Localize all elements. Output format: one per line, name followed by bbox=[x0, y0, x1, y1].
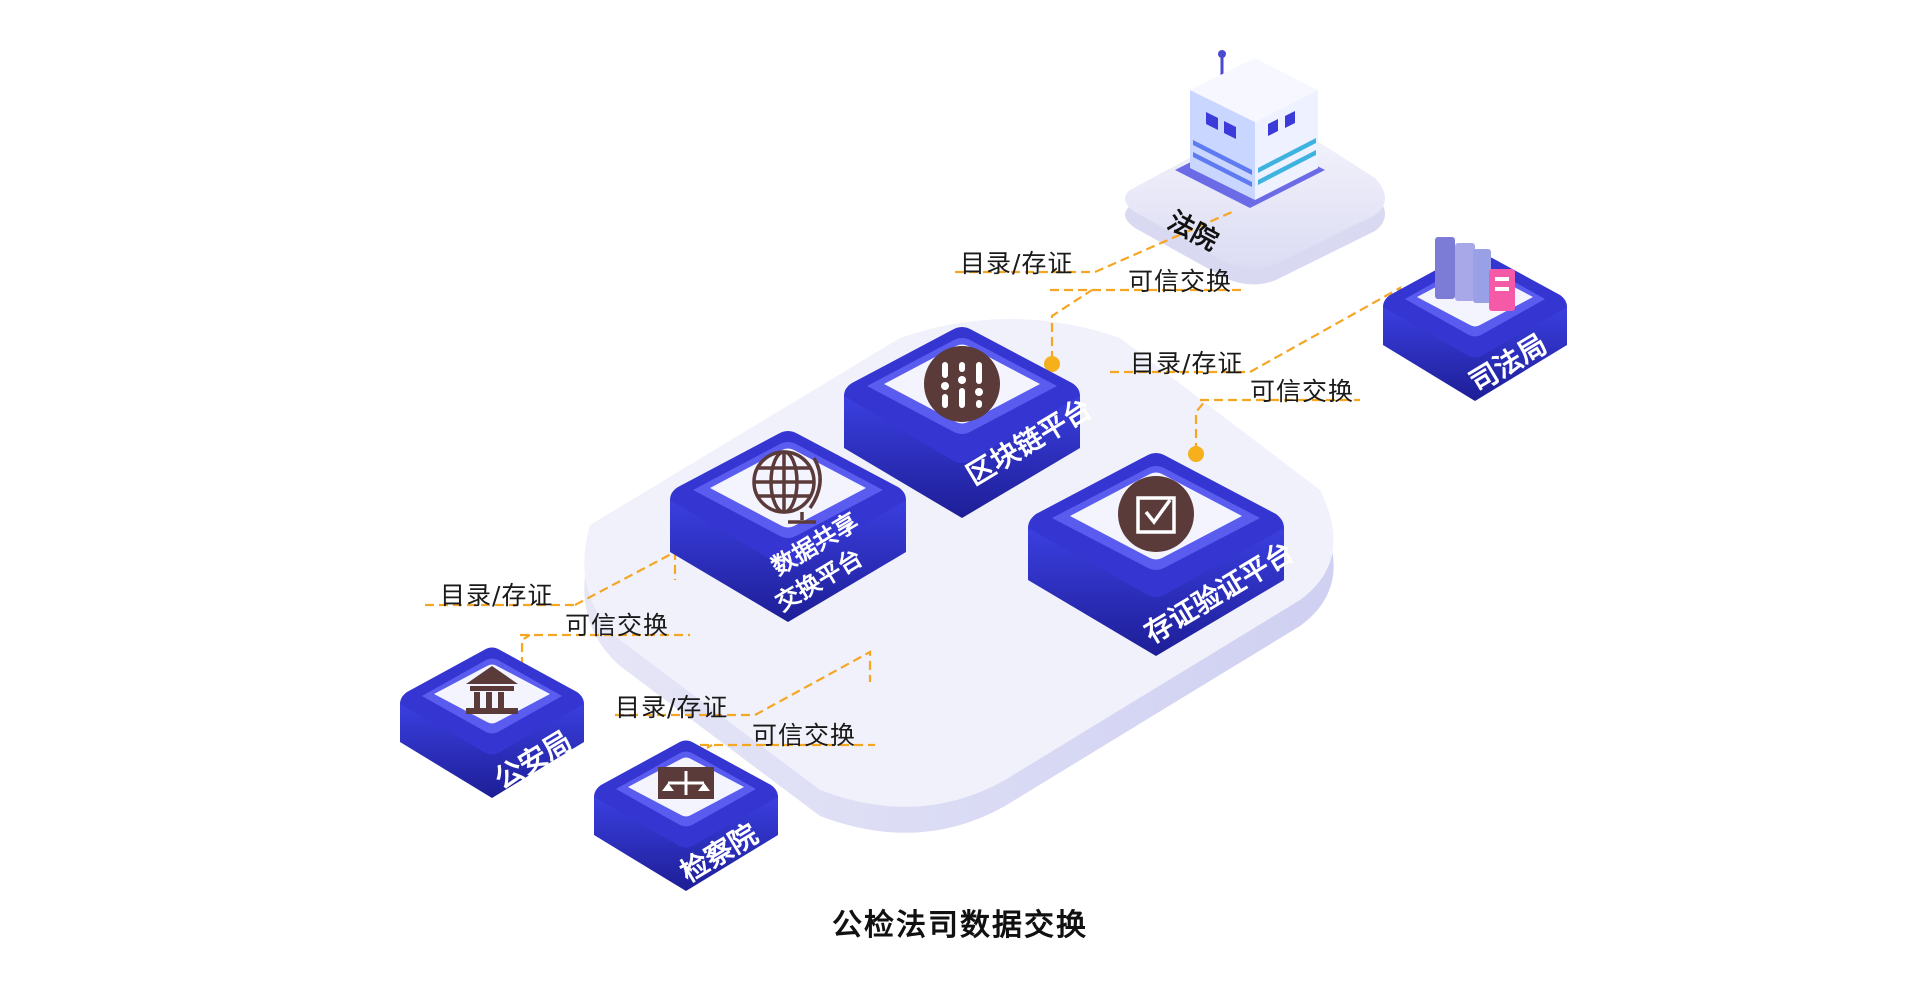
blockchain-platform-block: 区块链平台 bbox=[844, 327, 1098, 518]
court-catalog-label: 目录/存证 bbox=[960, 249, 1074, 278]
justice-exchange-label: 可信交换 bbox=[1250, 377, 1355, 406]
scale-justice-icon bbox=[658, 767, 714, 799]
police-bureau-block: 公安局 bbox=[400, 647, 584, 798]
globe-icon bbox=[752, 450, 822, 524]
diagram-title: 公检法司数据交换 bbox=[832, 908, 1088, 943]
court-building-icon bbox=[1175, 50, 1325, 208]
police-catalog-label: 目录/存证 bbox=[440, 581, 554, 610]
check-document-icon bbox=[1118, 476, 1194, 552]
data-share-platform-block: 数据共享 交换平台 bbox=[670, 431, 906, 622]
police-exchange-label: 可信交换 bbox=[565, 611, 670, 640]
justice-bureau-block: 司法局 bbox=[1383, 237, 1567, 401]
court-exchange-label: 可信交换 bbox=[1128, 267, 1233, 296]
procuratorate-exchange-label: 可信交换 bbox=[752, 721, 857, 750]
link-lines bbox=[425, 210, 1402, 772]
justice-link-dot bbox=[1188, 446, 1204, 462]
books-icon bbox=[1435, 237, 1515, 311]
procuratorate-block: 检察院 bbox=[594, 740, 778, 891]
government-building-icon bbox=[466, 666, 518, 714]
court-link-dot bbox=[1044, 356, 1060, 372]
justice-catalog-label: 目录/存证 bbox=[1130, 349, 1244, 378]
procuratorate-catalog-label: 目录/存证 bbox=[615, 693, 729, 722]
